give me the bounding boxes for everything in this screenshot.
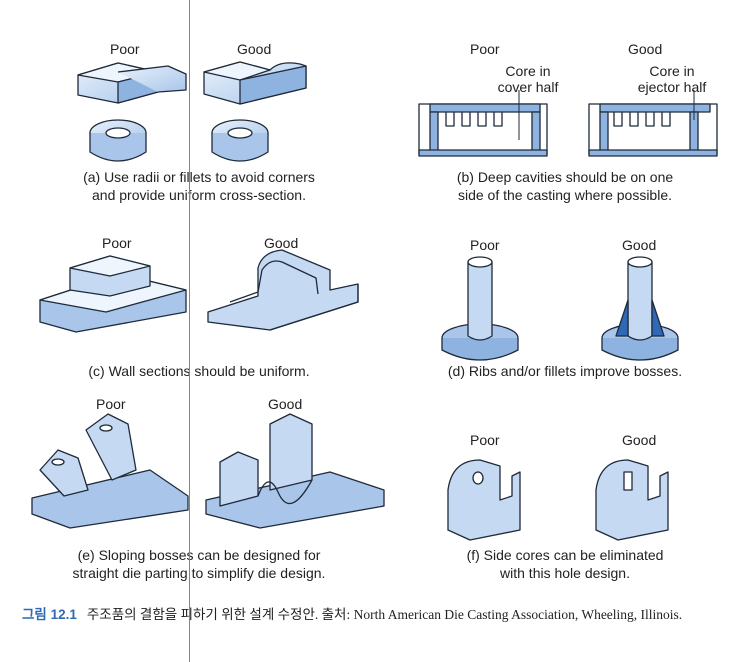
panel-b-good-section: [588, 90, 718, 157]
panel-b-caption-line2: side of the casting where possible.: [457, 187, 672, 203]
panel-d-caption: (d) Ribs and/or fillets improve bosses.: [400, 362, 730, 380]
panel-e-good-label: Good: [268, 396, 303, 412]
panel-a-good-ring: [211, 119, 269, 162]
panel-d-poor-label: Poor: [470, 237, 500, 253]
panel-d-good-label: Good: [622, 237, 657, 253]
panel-b-caption: (b) Deep cavities should be on one side …: [400, 168, 730, 204]
panel-f-caption-line2: with this hole design.: [500, 565, 630, 581]
panel-b-core-cover-label: Core in cover half: [496, 63, 560, 95]
panel-a-good-label: Good: [237, 41, 272, 57]
panel-b-caption-line1: (b) Deep cavities should be on one: [456, 169, 674, 185]
panel-c-caption: (c) Wall sections should be uniform.: [40, 362, 358, 380]
panel-c-poor-part: [39, 255, 187, 333]
panel-e-poor-part: [31, 413, 189, 529]
panel-f-poor-part: [447, 459, 521, 541]
panel-a-caption-line2: and provide uniform cross-section.: [92, 187, 306, 203]
panel-b-poor-label: Poor: [470, 41, 500, 57]
panel-a-caption: (a) Use radii or fillets to avoid corner…: [40, 168, 358, 204]
panel-e-poor-label: Poor: [96, 396, 126, 412]
panel-b-core-cover-line2: cover half: [497, 79, 559, 95]
panel-c-good-part: [207, 249, 359, 331]
panel-b-good-label: Good: [628, 41, 663, 57]
panel-a-poor-label: Poor: [110, 41, 140, 57]
panel-a-poor-block: [77, 62, 187, 104]
panel-d-good-boss: [601, 256, 679, 361]
panel-b-poor-section: [418, 90, 548, 157]
panel-f-good-part: [595, 459, 669, 541]
panel-b-core-ejector-line1: Core in: [649, 63, 695, 79]
panel-b-core-ejector-label: Core in ejector half: [632, 63, 712, 95]
panel-b-core-cover-line1: Core in: [505, 63, 551, 79]
panel-e-caption-line1: (e) Sloping bosses can be designed for: [77, 547, 321, 563]
panel-e-caption: (e) Sloping bosses can be designed for s…: [22, 546, 376, 582]
figure-number: 그림 12.1: [22, 607, 77, 622]
panel-c-poor-label: Poor: [102, 235, 132, 251]
panel-f-caption: (f) Side cores can be eliminated with th…: [400, 546, 730, 582]
panel-a-caption-line1: (a) Use radii or fillets to avoid corner…: [83, 169, 315, 185]
panel-a-poor-ring: [89, 119, 147, 162]
panel-e-good-part: [205, 413, 385, 529]
figure-caption: 그림 12.1 주조품의 결함을 피하기 위한 설계 수정안. 출처: North…: [22, 604, 734, 626]
panel-e-caption-line2: straight die parting to simplify die des…: [72, 565, 326, 581]
panel-a-good-block: [203, 61, 307, 105]
panel-b-core-ejector-line2: ejector half: [637, 79, 707, 95]
panel-d-poor-boss: [441, 256, 519, 361]
panel-f-good-label: Good: [622, 432, 657, 448]
panel-d-caption-line1: (d) Ribs and/or fillets improve bosses.: [447, 363, 683, 379]
panel-c-caption-line1: (c) Wall sections should be uniform.: [88, 363, 310, 379]
panel-f-poor-label: Poor: [470, 432, 500, 448]
margin-rule: [189, 0, 190, 662]
panel-f-caption-line1: (f) Side cores can be eliminated: [466, 547, 664, 563]
figure-caption-text: 주조품의 결함을 피하기 위한 설계 수정안. 출처: North Americ…: [86, 607, 683, 622]
panel-c-good-label: Good: [264, 235, 299, 251]
